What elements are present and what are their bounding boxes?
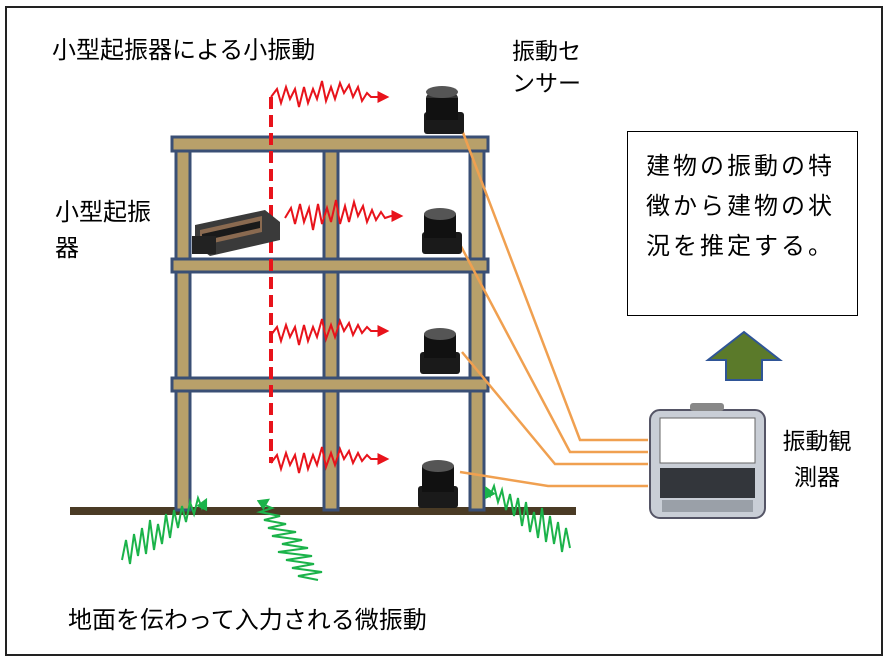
vibration-sensors: [418, 86, 464, 508]
title-small-vibration: 小型起振器による小振動: [52, 36, 316, 64]
red-wave-roof: [270, 80, 390, 108]
sensor-floor-1: [418, 460, 458, 508]
beam-roof: [170, 135, 490, 153]
red-vibration-waves: [270, 80, 404, 474]
beam-floor-3: [170, 257, 490, 274]
sensor-cables: [453, 129, 648, 488]
red-wave-floor-1: [270, 446, 390, 474]
label-small-exciter: 小型起振器: [55, 198, 151, 262]
callout-text: 建物の振動の特徴から建物の状況を推定する。: [646, 152, 835, 260]
green-ground-waves: [121, 482, 571, 581]
cable-floor-2: [461, 351, 648, 466]
red-wave-floor-3: [284, 198, 404, 231]
small-exciter-device: [192, 210, 280, 256]
label-vibration-recorder: 振動観測器: [782, 429, 852, 491]
green-wave-center: [256, 498, 323, 581]
sensor-floor-3: [422, 208, 462, 254]
column-left: [174, 136, 192, 512]
cable-floor-3: [453, 234, 648, 454]
column-right: [468, 136, 486, 512]
beam-floor-2: [170, 376, 490, 393]
cable-roof: [460, 129, 648, 442]
up-arrow-icon: [705, 330, 783, 381]
red-wave-floor-2: [270, 318, 390, 346]
green-wave-right: [484, 482, 571, 553]
label-ground-vibration: 地面を伝わって入力される微振動: [68, 606, 427, 634]
cable-floor-1: [459, 470, 648, 488]
sensor-roof: [424, 86, 464, 134]
vibration-recorder-device: [649, 403, 766, 519]
green-wave-left: [121, 494, 208, 565]
label-vibration-sensor: 振動センサー: [512, 39, 581, 97]
building-frame: [170, 135, 490, 512]
callout-box: 建物の振動の特徴から建物の状況を推定する。: [627, 131, 858, 316]
sensor-floor-2: [420, 328, 460, 374]
